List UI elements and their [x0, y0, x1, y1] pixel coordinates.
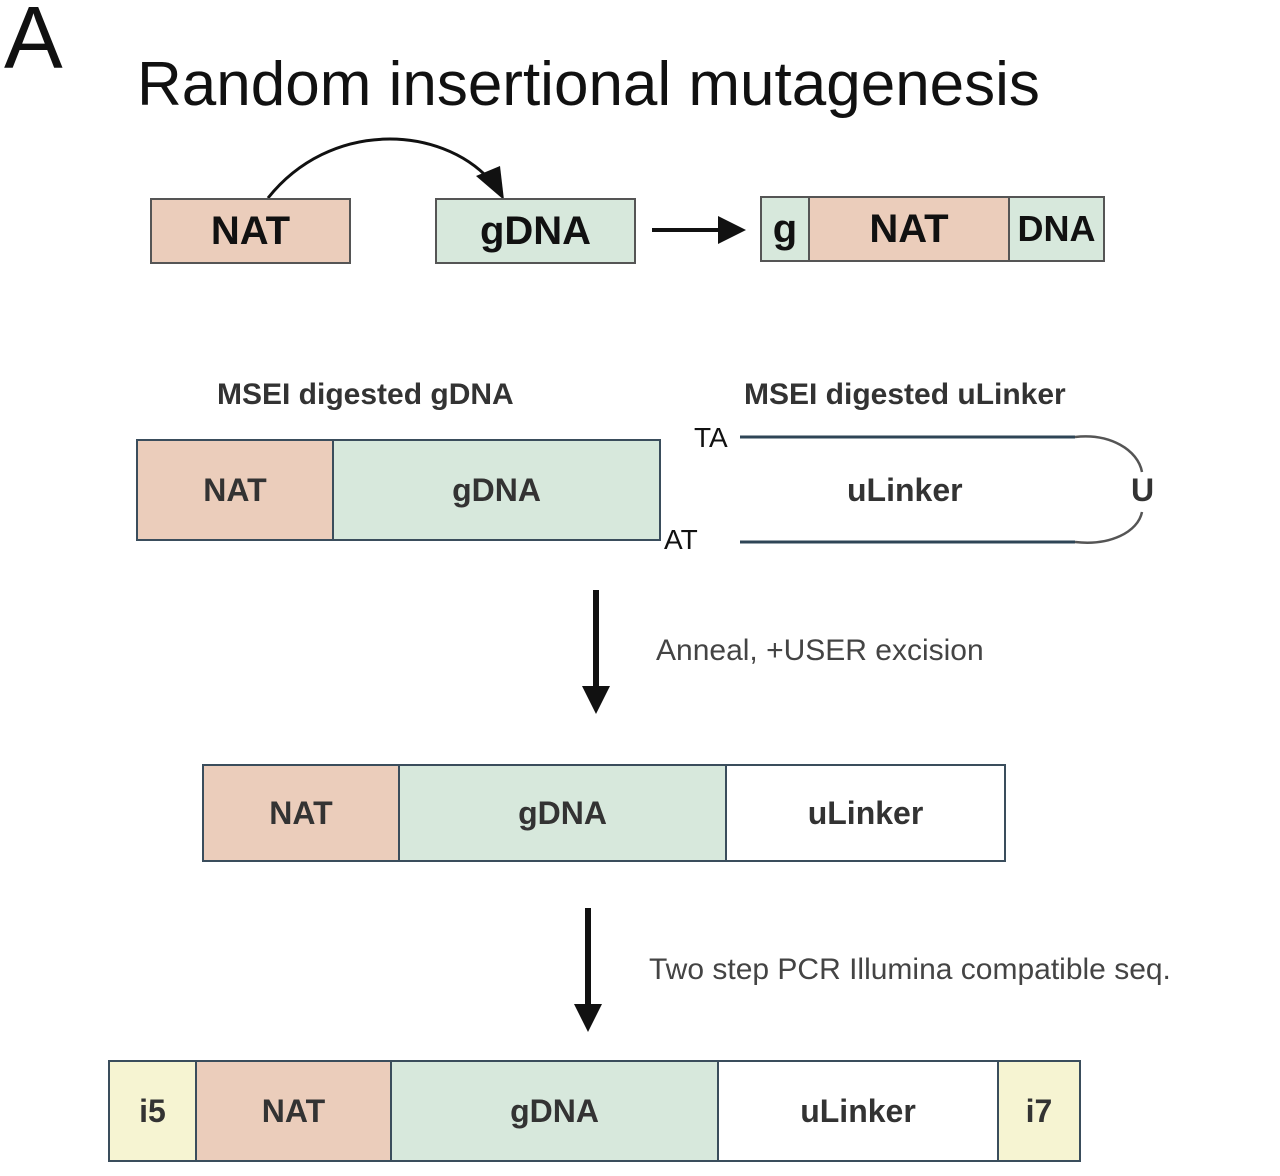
bottom-overhang-label: AT: [664, 524, 698, 555]
digested-gdna-heading: MSEI digested gDNA: [217, 378, 514, 411]
i5-index-segment: i5: [110, 1062, 197, 1160]
fragment-nat-label: NAT: [203, 471, 267, 508]
library-nat-segment: NAT: [197, 1062, 392, 1160]
ligated-gdna-label: gDNA: [518, 794, 607, 831]
construct-g-segment: g: [762, 198, 810, 260]
result-arrowhead: [718, 216, 746, 244]
ligated-product: NAT gDNA uLinker: [202, 764, 1006, 862]
nat-cassette-box: NAT: [150, 198, 351, 264]
construct-dna-label: DNA: [1017, 208, 1096, 249]
library-linker-segment: uLinker: [719, 1062, 999, 1160]
hairpin-linker-label: uLinker: [847, 472, 963, 508]
nat-cassette-label: NAT: [210, 208, 291, 253]
fragment-gdna-segment: gDNA: [334, 441, 659, 539]
inserted-construct: g NAT DNA: [760, 196, 1105, 262]
down-arrow-1-head: [582, 686, 610, 714]
ligated-linker-label: uLinker: [807, 794, 924, 831]
library-gdna-label: gDNA: [510, 1092, 599, 1129]
linker-loop-top: [1074, 435, 1144, 473]
library-nat-label: NAT: [261, 1092, 326, 1129]
pcr-step-label: Two step PCR Illumina compatible seq.: [649, 953, 1171, 986]
construct-nat-label: NAT: [869, 206, 949, 251]
insertion-arrowhead: [476, 166, 504, 200]
ligated-nat-label: NAT: [269, 794, 333, 831]
diagram-title: Random insertional mutagenesis: [137, 50, 1040, 119]
ligated-nat-segment: NAT: [204, 766, 400, 860]
loop-uracil-label: U: [1131, 472, 1155, 508]
fragment-nat-segment: NAT: [138, 441, 334, 539]
gdna-label: gDNA: [479, 208, 592, 253]
sequencing-library-construct: i5 NAT gDNA uLinker i7: [108, 1060, 1081, 1162]
down-arrow-2-head: [574, 1004, 602, 1032]
panel-letter: A: [4, 0, 63, 87]
insertion-curve-arrow: [266, 137, 492, 199]
fragment-gdna-label: gDNA: [452, 471, 541, 508]
linker-loop-bottom: [1074, 511, 1144, 544]
ligated-linker-segment: uLinker: [727, 766, 1004, 860]
digested-gdna-fragment: NAT gDNA: [136, 439, 661, 541]
library-linker-label: uLinker: [800, 1092, 916, 1129]
anneal-step-label: Anneal, +USER excision: [656, 634, 984, 667]
construct-dna-segment: DNA: [1010, 198, 1103, 260]
digested-linker-heading: MSEI digested uLinker: [744, 378, 1066, 411]
i7-index-label: i7: [1025, 1092, 1053, 1129]
construct-nat-segment: NAT: [810, 198, 1010, 260]
construct-g-label: g: [772, 206, 798, 251]
ligated-gdna-segment: gDNA: [400, 766, 727, 860]
i7-index-segment: i7: [999, 1062, 1079, 1160]
library-gdna-segment: gDNA: [392, 1062, 719, 1160]
i5-index-label: i5: [139, 1092, 166, 1129]
top-overhang-label: TA: [694, 422, 728, 453]
gdna-box: gDNA: [435, 198, 636, 264]
